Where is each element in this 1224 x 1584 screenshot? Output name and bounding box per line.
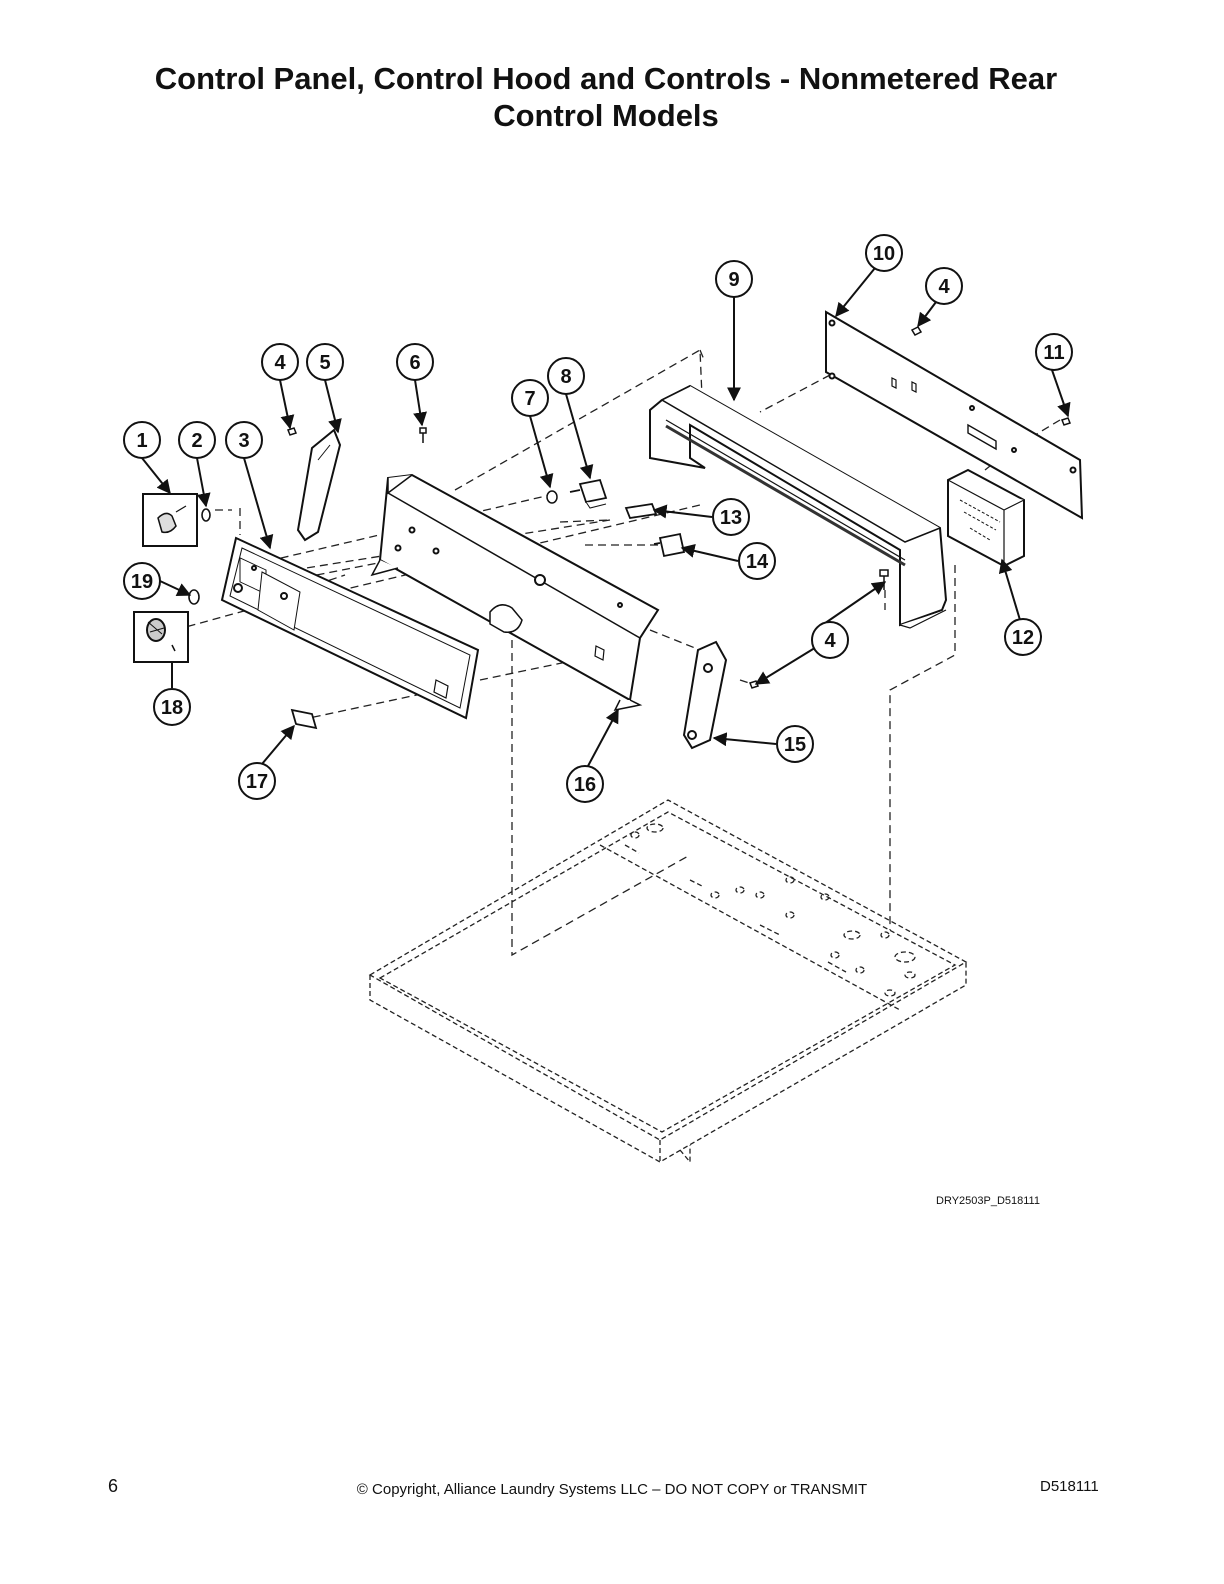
callout-3: 3 (225, 421, 263, 459)
part-7-washer (546, 490, 558, 504)
title-line-1: Control Panel, Control Hood and Controls… (154, 61, 1058, 96)
part-18-timer-knob (133, 611, 189, 663)
svg-text:16: 16 (574, 774, 596, 796)
part-5-side-bracket (296, 428, 342, 542)
callout-18: 18 (153, 688, 191, 726)
part-8-switch (569, 478, 608, 509)
svg-text:2: 2 (191, 430, 202, 452)
callout-15: 15 (776, 725, 814, 763)
svg-text:18: 18 (161, 697, 183, 719)
callout-7: 7 (511, 379, 549, 417)
svg-text:12: 12 (1012, 627, 1034, 649)
part-2-washer (201, 508, 211, 522)
callout-8: 8 (547, 357, 585, 395)
svg-text:7: 7 (524, 388, 535, 410)
svg-text:9: 9 (728, 269, 739, 291)
callout-12: 12 (1004, 618, 1042, 656)
drawing-code: DRY2503P_D518111 (936, 1195, 1040, 1207)
callout-14: 14 (738, 542, 776, 580)
callout-10: 10 (865, 234, 903, 272)
part-17-rocker-switch (290, 708, 318, 730)
copyright-notice: © Copyright, Alliance Laundry Systems LL… (356, 1481, 868, 1498)
callout-1: 1 (123, 421, 161, 459)
document-id: D518111 (1040, 1478, 1099, 1495)
page-number: 6 (108, 1476, 119, 1496)
part-19-grommet (188, 589, 200, 605)
callout-9: 9 (715, 260, 753, 298)
callout-5: 5 (306, 343, 344, 381)
part-9-rear-hood (649, 384, 948, 629)
callout-4a: 4 (261, 343, 299, 381)
part-12-control-board (947, 468, 1025, 568)
part-1-knob (142, 493, 198, 547)
leader-lines (141, 267, 1071, 767)
callout-13: 13 (712, 498, 750, 536)
callout-2: 2 (178, 421, 216, 459)
callout-16: 16 (566, 765, 604, 803)
callout-11: 11 (1035, 333, 1073, 371)
callout-17: 17 (238, 762, 276, 800)
svg-text:3: 3 (238, 430, 249, 452)
part-13-sensor (624, 503, 658, 519)
part-14-switch (653, 532, 686, 558)
part-15-end-bracket (682, 640, 728, 750)
svg-text:10: 10 (873, 243, 895, 265)
svg-text:5: 5 (319, 352, 330, 374)
callout-group: 1 2 3 4 5 6 7 8 9 10 4 11 12 13 14 4 15 … (123, 234, 1073, 803)
svg-text:4: 4 (274, 352, 286, 374)
page-title: Control Panel, Control Hood and Controls… (100, 60, 1112, 134)
svg-text:15: 15 (784, 734, 806, 756)
callout-4c: 4 (811, 621, 849, 659)
svg-text:17: 17 (246, 771, 268, 793)
svg-text:1: 1 (136, 430, 147, 452)
svg-text:14: 14 (746, 551, 769, 573)
svg-text:6: 6 (409, 352, 420, 374)
cabinet-top-outline (368, 799, 968, 1164)
svg-text:4: 4 (938, 276, 950, 298)
part-3-control-panel (220, 536, 480, 720)
part-16-control-hood (370, 473, 660, 712)
callout-19: 19 (123, 562, 161, 600)
svg-text:11: 11 (1043, 342, 1064, 364)
svg-text:13: 13 (720, 507, 742, 529)
callout-4b: 4 (925, 267, 963, 305)
svg-text:4: 4 (824, 630, 836, 652)
part-10-back-plate (825, 310, 1084, 520)
callout-6: 6 (396, 343, 434, 381)
svg-text:8: 8 (560, 366, 571, 388)
svg-text:19: 19 (131, 571, 153, 593)
title-line-2: Control Models (493, 98, 719, 133)
